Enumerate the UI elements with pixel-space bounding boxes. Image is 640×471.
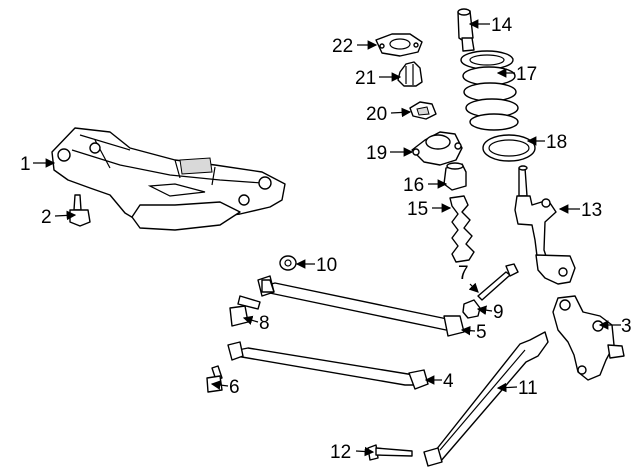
bolt-part-7 xyxy=(477,263,519,301)
callout-11: 11 xyxy=(518,378,538,399)
callout-9: 9 xyxy=(493,302,504,323)
bump-stop-part xyxy=(457,8,475,52)
callout-21: 21 xyxy=(355,68,376,89)
coil-spring-part xyxy=(460,50,519,131)
callout-6: 6 xyxy=(229,377,240,398)
lower-arm-part xyxy=(227,341,429,390)
callout-7: 7 xyxy=(458,263,469,284)
bushing-part-9 xyxy=(462,299,481,319)
callout-4: 4 xyxy=(443,371,454,392)
upper-arm-part xyxy=(257,275,465,337)
callout-10: 10 xyxy=(316,255,337,276)
insulator-part xyxy=(397,61,423,87)
callout-5: 5 xyxy=(476,322,487,343)
nut-part-10 xyxy=(279,255,297,271)
knuckle-part xyxy=(552,295,625,381)
callout-13: 13 xyxy=(581,200,602,221)
nut-part-20 xyxy=(409,101,437,120)
callout-3: 3 xyxy=(621,316,632,337)
spring-seat-part xyxy=(482,134,536,162)
callout-labels: 1 2 3 4 5 6 7 8 9 10 11 12 13 14 15 16 1… xyxy=(20,15,632,463)
bolt-part-2 xyxy=(69,194,91,227)
callout-19: 19 xyxy=(366,143,387,164)
callout-14: 14 xyxy=(491,15,513,36)
callout-18: 18 xyxy=(546,132,567,153)
mount-plate-part xyxy=(375,33,423,57)
callout-1: 1 xyxy=(20,154,31,175)
strut-part xyxy=(514,165,576,285)
bolt-part-6 xyxy=(206,365,223,393)
callout-22: 22 xyxy=(332,36,353,57)
callout-17: 17 xyxy=(516,64,537,85)
leader-lines xyxy=(33,19,621,457)
callout-8: 8 xyxy=(259,313,270,334)
callout-15: 15 xyxy=(407,199,428,220)
bolt-part-12 xyxy=(367,444,413,461)
subframe-part xyxy=(51,127,286,231)
callout-12: 12 xyxy=(330,442,351,463)
callout-20: 20 xyxy=(366,104,387,125)
bushing-part-16 xyxy=(443,162,467,191)
callout-16: 16 xyxy=(403,175,424,196)
callout-2: 2 xyxy=(41,207,52,228)
strut-mount-part xyxy=(411,131,463,166)
trailing-arm-part xyxy=(423,331,549,467)
dust-boot-part xyxy=(449,195,475,263)
